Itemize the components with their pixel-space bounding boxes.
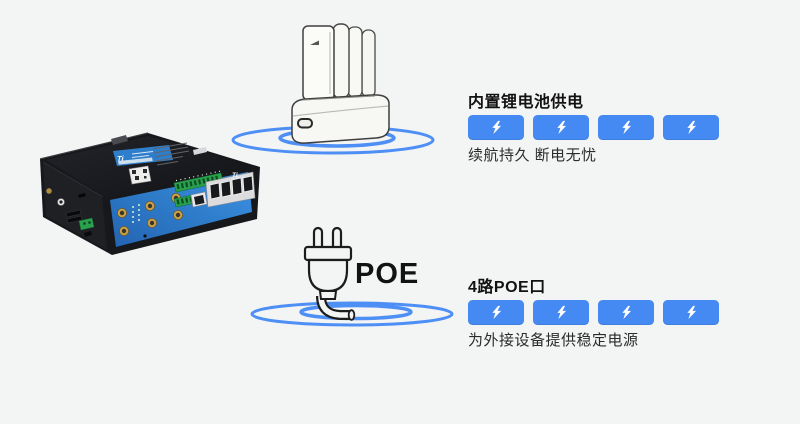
sma-antenna-connector [144, 200, 155, 211]
panel-brand-logo: Ti [231, 172, 246, 180]
feature-battery-bolts [468, 115, 768, 140]
feature-poe: 4路POE口 为外接设备提供稳定电源 [468, 278, 768, 350]
sma-antenna-connector [117, 207, 128, 218]
feature-battery-subtitle: 续航持久 断电无忧 [468, 147, 597, 164]
side-antenna-connector [45, 187, 53, 195]
lightning-badge [468, 115, 524, 140]
lightning-badge [598, 115, 654, 140]
lightning-bolt-icon [491, 120, 501, 135]
feature-poe-subtitle: 为外接设备提供稳定电源 [468, 332, 639, 349]
poe-signal-ripple-icon [250, 301, 454, 327]
charger-dock [291, 94, 390, 144]
battery-vent-mark [310, 40, 319, 45]
feature-battery: 内置锂电池供电 续航持久 断电无忧 [468, 93, 768, 165]
dock-usb-port [297, 118, 313, 129]
lightning-bolt-icon [686, 305, 696, 320]
power-terminal [78, 217, 95, 231]
lightning-badge [663, 115, 719, 140]
lightning-bolt-icon [621, 120, 631, 135]
router-device: Ti [39, 132, 260, 255]
lightning-bolt-icon [621, 305, 631, 320]
spec-text-block [152, 142, 190, 166]
lightning-bolt-icon [686, 120, 696, 135]
lightning-badge [663, 300, 719, 325]
side-slot [84, 231, 92, 237]
rj45-port-single [190, 191, 208, 208]
sma-antenna-connector [146, 217, 157, 228]
top-small-label [193, 147, 207, 155]
sim-slot [66, 215, 83, 224]
side-slot [78, 193, 86, 198]
router-left-face [43, 162, 107, 250]
sim-slot [65, 209, 82, 218]
reset-hole [143, 234, 147, 238]
feature-poe-bolts [468, 300, 768, 325]
power-plug-icon [303, 226, 356, 321]
sma-antenna-connectors [117, 192, 183, 236]
side-connectors [45, 187, 95, 237]
sma-antenna-connector [172, 209, 183, 220]
lightning-bolt-icon [491, 305, 501, 320]
feature-battery-title: 内置锂电池供电 [468, 94, 584, 111]
qr-code [128, 165, 152, 185]
lightning-badge [533, 300, 589, 325]
lightning-badge [468, 300, 524, 325]
poe-illustration-label: POE [355, 258, 420, 290]
led-indicators [132, 204, 140, 223]
sma-antenna-connector [119, 225, 130, 236]
brand-logo: Ti [117, 154, 124, 163]
battery-charger-illustration [291, 23, 390, 144]
lightning-bolt-icon [556, 305, 566, 320]
top-tab [111, 135, 128, 145]
lightning-bolt-icon [556, 120, 566, 135]
lightning-badge [598, 300, 654, 325]
lightning-badge [533, 115, 589, 140]
rj45-port-group [205, 171, 256, 208]
brand-logo: Ti [232, 172, 238, 179]
feature-poe-title: 4路POE口 [468, 279, 546, 296]
